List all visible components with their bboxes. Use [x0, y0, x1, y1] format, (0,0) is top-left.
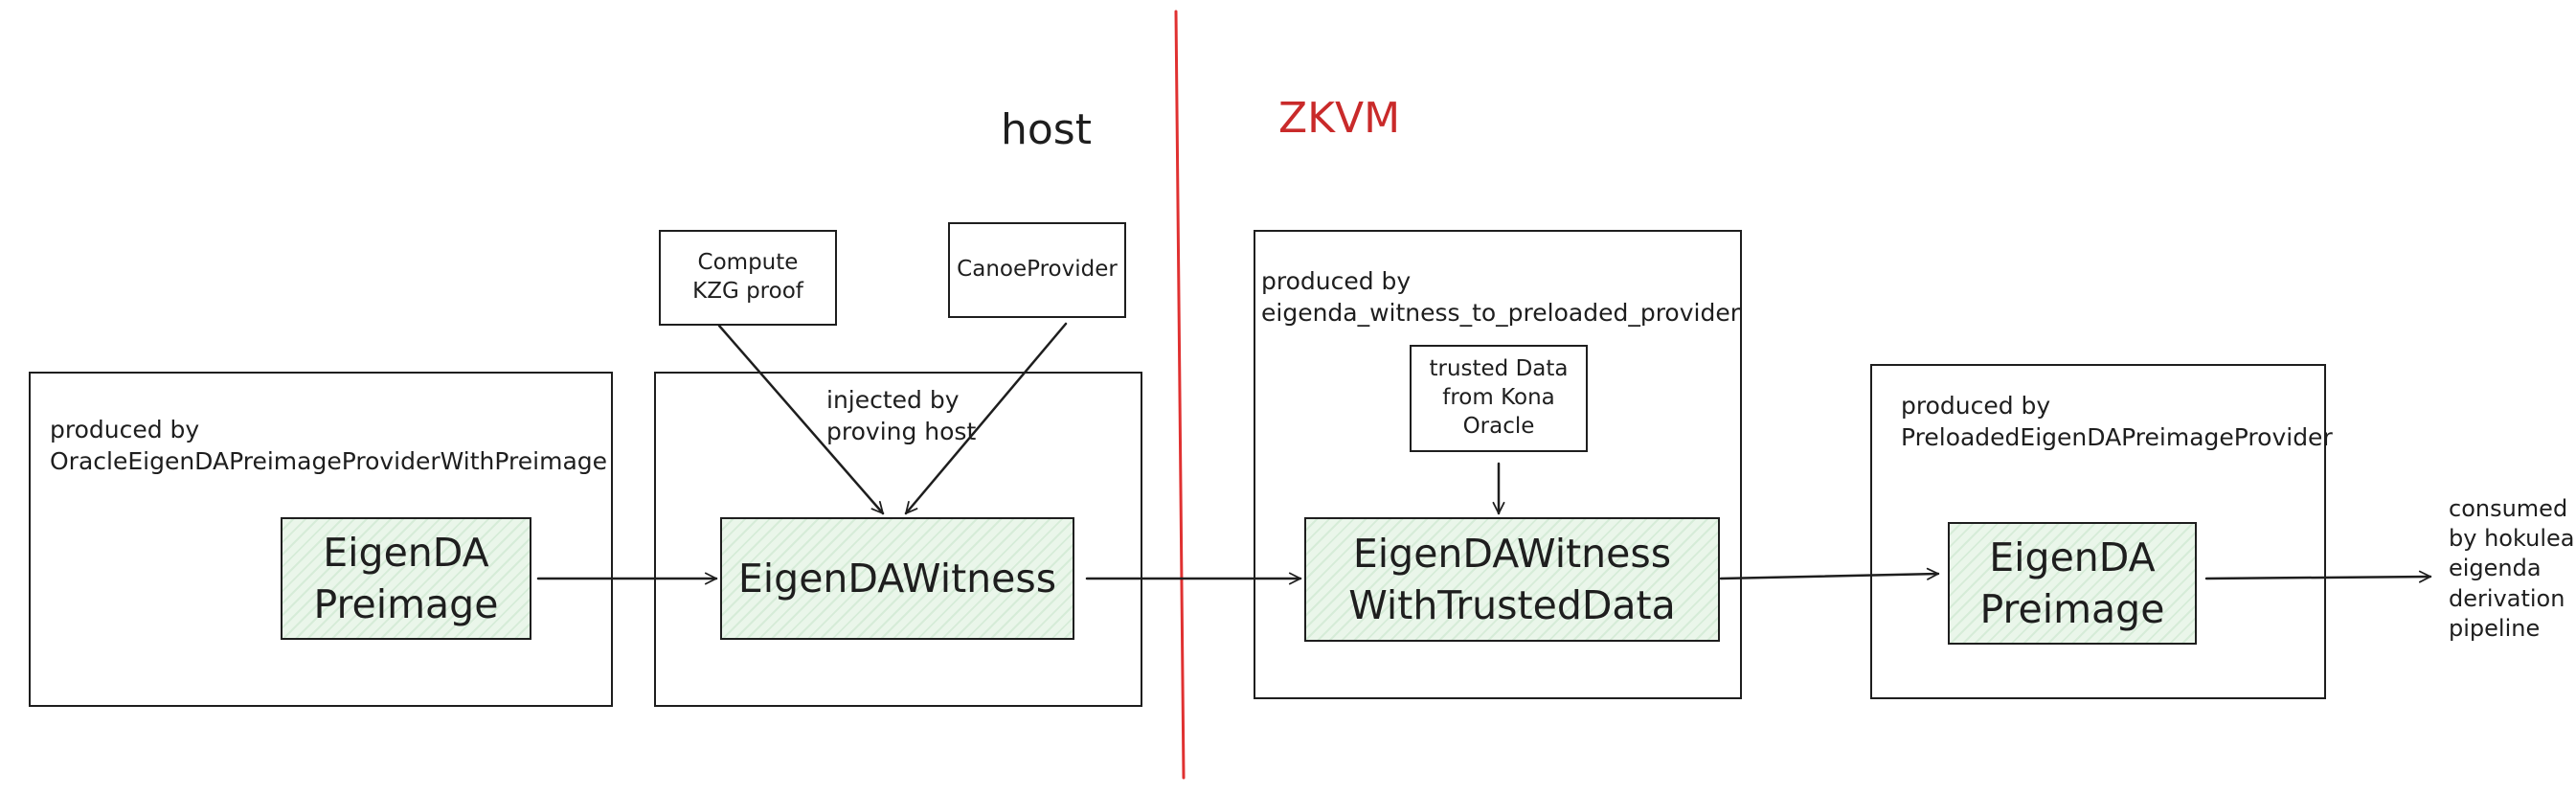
canoe-provider-box: CanoeProvider: [948, 222, 1126, 318]
arrow-trusted-to-preimage: [1719, 567, 1940, 580]
arrow-kzg-to-witness: [717, 324, 885, 515]
eigenda-witness-node: EigenDAWitness: [720, 517, 1074, 640]
arrow-canoe-to-witness: [904, 322, 1068, 515]
oracle-provider-label: produced by OracleEigenDAPreimageProvide…: [50, 416, 608, 475]
preloaded-provider-container: [1870, 364, 2326, 699]
preloaded-provider-label: produced by PreloadedEigenDAPreimageProv…: [1901, 392, 2333, 451]
oracle-provider-container: [29, 372, 613, 707]
trusted-data-box: trusted Data from Kona Oracle: [1410, 345, 1588, 452]
eigenda-preimage-input-node: EigenDA Preimage: [281, 517, 531, 640]
zkvm-conversion-container: [1254, 230, 1742, 699]
proving-host-label: injected by proving host: [826, 386, 977, 445]
host-zone-label: host: [1001, 105, 1092, 154]
compute-kzg-proof-box: Compute KZG proof: [659, 230, 837, 326]
eigenda-preimage-output-node: EigenDA Preimage: [1948, 522, 2197, 645]
zkvm-zone-label: ZKVM: [1278, 94, 1401, 143]
proving-host-container: [654, 372, 1142, 707]
host-zkvm-divider: [1174, 10, 1186, 780]
eigenda-witness-trusted-node: EigenDAWitness WithTrustedData: [1304, 517, 1720, 642]
consumer-label: consumed by hokulea eigenda derivation p…: [2449, 495, 2575, 642]
arrow-preimage-to-consumer: [2204, 570, 2432, 583]
zkvm-conversion-label: produced by eigenda_witness_to_preloaded…: [1261, 267, 1740, 327]
